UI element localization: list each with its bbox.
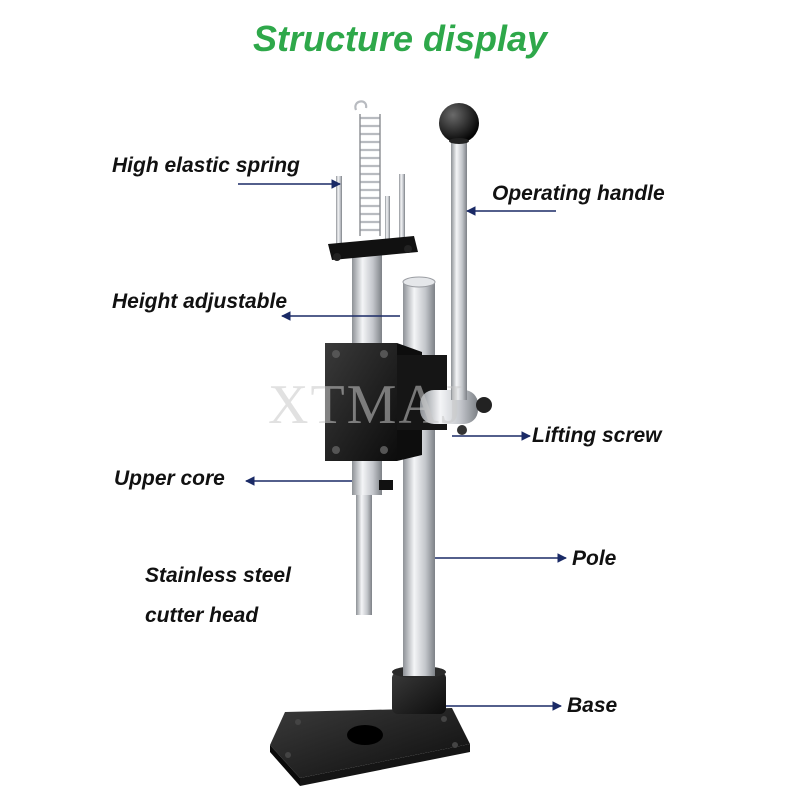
label-pole: Pole (572, 547, 617, 570)
base-plate (270, 666, 470, 786)
label-base: Base (567, 694, 618, 717)
page-title: Structure display (252, 18, 548, 59)
label-operating-handle: Operating handle (492, 182, 665, 205)
cutter-head (356, 495, 372, 615)
callout-arrows (238, 179, 567, 711)
main-body-block (325, 343, 447, 461)
operating-handle (439, 103, 479, 400)
label-height-adjustable: Height adjustable (112, 290, 288, 313)
watermark-logo: XTMAJ (268, 374, 465, 436)
label-cutter-line1: Stainless steel (145, 564, 291, 587)
spring-assembly (328, 100, 418, 261)
pole (403, 282, 435, 676)
label-high-elastic-spring: High elastic spring (112, 154, 300, 177)
label-cutter-line2: cutter head (145, 604, 259, 627)
label-lifting-screw: Lifting screw (532, 424, 662, 447)
label-upper-core: Upper core (114, 467, 225, 490)
